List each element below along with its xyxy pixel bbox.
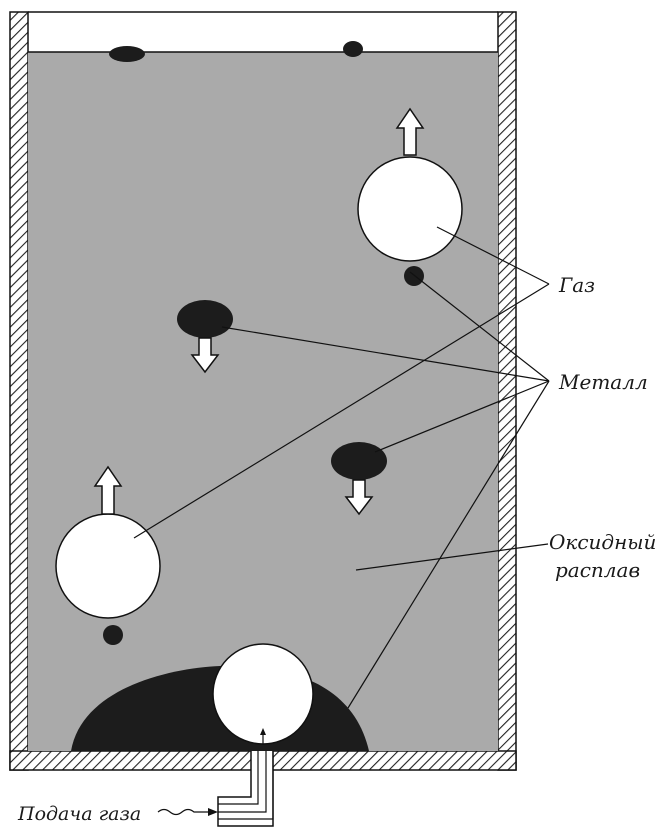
label-metal: Металл xyxy=(558,370,648,394)
label-gas: Газ xyxy=(558,273,595,297)
label-oxide-line2: расплав xyxy=(555,558,640,582)
up-arrow-icon xyxy=(93,465,123,515)
down-arrow-icon xyxy=(190,337,220,374)
gas-bubble-lower xyxy=(55,513,161,619)
sinking-metal-droplet xyxy=(177,300,233,338)
surface-metal-droplet xyxy=(343,41,363,57)
gas-supply-pipe xyxy=(217,749,274,827)
up-arrow-icon xyxy=(395,107,425,156)
attached-metal-droplet xyxy=(404,266,424,286)
down-arrow-icon xyxy=(344,479,374,516)
gas-supply-leader xyxy=(157,808,214,816)
leader-lines xyxy=(133,226,550,709)
sinking-metal-droplet xyxy=(331,442,387,480)
right-wall xyxy=(497,11,517,771)
gas-bubble-upper xyxy=(357,156,463,262)
label-gas-supply: Подача газа xyxy=(17,803,141,825)
attached-metal-droplet xyxy=(103,625,123,645)
left-wall xyxy=(9,11,29,771)
surface-metal-droplet xyxy=(109,46,145,62)
label-oxide-line1: Оксидный xyxy=(549,530,656,554)
